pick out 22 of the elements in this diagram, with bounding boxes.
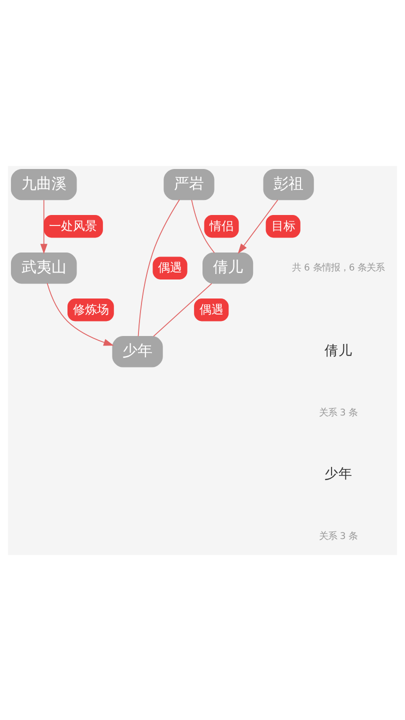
edge-label: 偶遇 [158, 260, 182, 274]
arrow [238, 199, 278, 254]
label: 共 6 条情报，6 条关系 [292, 262, 385, 273]
node-box: 武夷山 [10, 252, 77, 284]
label: 少年 [324, 466, 352, 482]
node-box: 倩儿 [202, 252, 254, 284]
label: 关系 3 条 [318, 530, 358, 542]
connector [138, 198, 180, 336]
node-box: 少年 [112, 336, 163, 367]
edge-label: 情侣 [210, 218, 234, 232]
edge-label: 修炼场 [72, 302, 109, 316]
edge-label: 目标 [271, 218, 296, 232]
label: 倩儿 [324, 342, 352, 358]
arrow [40, 199, 48, 254]
connector [191, 199, 215, 253]
edge-label: 一处风景 [48, 218, 97, 232]
node-box: 严岩 [164, 168, 214, 200]
connector [153, 282, 212, 336]
edge-label: 偶遇 [200, 302, 224, 316]
node-box: 彭祖 [263, 168, 314, 200]
label: 关系 3 条 [318, 407, 358, 418]
node-box: 九曲溪 [10, 168, 77, 200]
